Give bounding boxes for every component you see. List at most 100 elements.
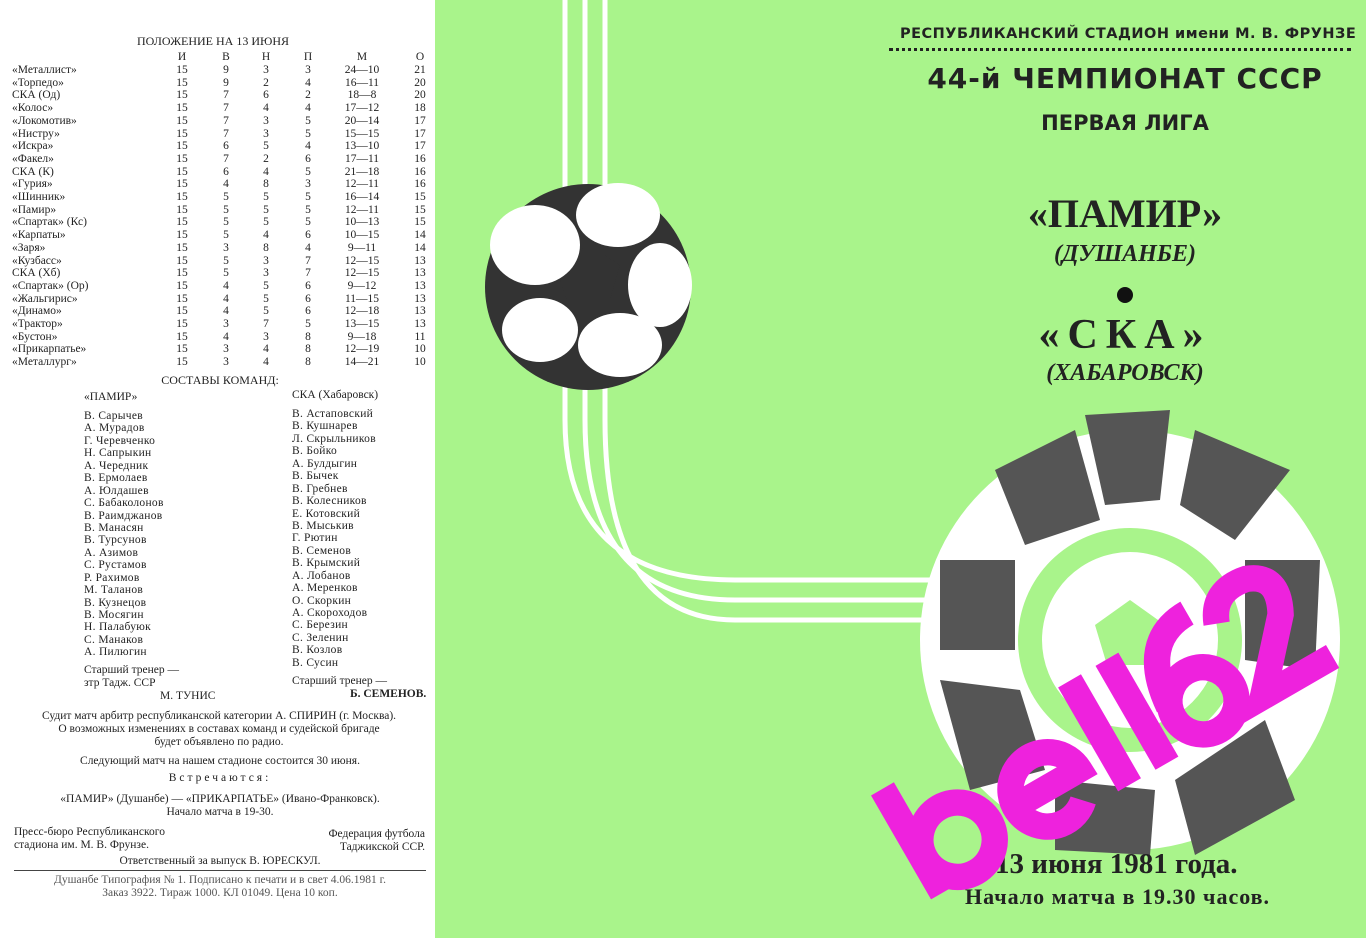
match-start-time: Начало матча в 19.30 часов.	[965, 884, 1271, 909]
player-name: А. Булдыгин	[292, 457, 358, 470]
table-cell: 15	[176, 343, 188, 356]
table-cell: 15	[176, 241, 188, 254]
match-date: 13 июня 1981 года.	[995, 848, 1238, 880]
player-name: А. Мурадов	[84, 422, 145, 435]
table-cell: 8	[305, 356, 311, 369]
table-cell: 13	[414, 267, 426, 280]
table-cell: 4	[263, 102, 269, 115]
away-coach-label: Старший тренер —	[292, 675, 387, 687]
table-cell: 8	[305, 343, 311, 356]
table-cell: 9—18	[347, 330, 377, 343]
home-team-name: «ПАМИР»	[84, 391, 138, 403]
table-cell: 15	[176, 127, 188, 140]
team-name: «Нистру»	[12, 127, 60, 140]
player-name: В. Кушнарев	[292, 420, 358, 433]
table-cell: 15	[176, 279, 188, 292]
team-name: СКА (Хб)	[12, 267, 61, 280]
player-name: А. Юлдашев	[84, 484, 149, 497]
home-coach-label: Старший тренер —	[84, 664, 179, 676]
team-name: «Жальгирис»	[12, 292, 78, 305]
table-cell: 5	[305, 127, 311, 140]
table-cell: 3	[223, 356, 229, 369]
table-cell: 4	[263, 229, 269, 242]
team-name: «Гурия»	[12, 178, 53, 191]
table-cell: 16—14	[344, 191, 380, 203]
table-cell: 5	[263, 216, 269, 229]
table-cell: 13	[414, 292, 426, 305]
dotted-rule	[889, 48, 1351, 51]
championship-title: 44-й ЧЕМПИОНАТ СССР	[927, 62, 1323, 95]
table-cell: 17—12	[344, 102, 380, 115]
table-cell: 18	[414, 102, 426, 115]
table-cell: 8	[263, 241, 269, 254]
table-cell: 5	[305, 165, 311, 178]
table-cell: 21—18	[344, 165, 380, 178]
player-name: Н. Сапрыкин	[84, 447, 152, 460]
player-name: В. Колесников	[292, 495, 367, 508]
player-name: С. Манаков	[84, 633, 144, 646]
table-cell: 2	[305, 89, 311, 102]
federation-2: Таджикской ССР.	[339, 841, 425, 853]
team-name: «Прикарпатье»	[12, 343, 87, 356]
away-team-name: СКА (Хабаровск)	[292, 389, 379, 401]
table-cell: 5	[305, 318, 311, 330]
player-name: Н. Палабуюк	[84, 621, 152, 634]
team-name: «Заря»	[12, 241, 46, 254]
player-name: А. Чередник	[84, 459, 149, 472]
team-name: «Карпаты»	[12, 229, 66, 242]
team-name: «Металлист»	[12, 64, 77, 76]
table-cell: 3	[223, 343, 229, 356]
table-cell: 11	[414, 330, 426, 343]
team-name: «Динамо»	[12, 305, 62, 318]
table-cell: 3	[305, 178, 311, 191]
player-name: Е. Котовский	[292, 507, 361, 520]
table-cell: 4	[223, 330, 229, 343]
table-cell: 4	[305, 76, 311, 89]
federation-1: Федерация футбола	[328, 828, 425, 840]
table-cell: 15	[176, 305, 188, 318]
player-name: А. Лобанов	[292, 569, 351, 582]
table-cell: 12—15	[344, 267, 380, 280]
player-name: В. Кузнецов	[84, 596, 147, 609]
table-cell: 7	[223, 114, 229, 127]
player-name: Л. Скрыльников	[292, 432, 376, 445]
team-name: «Локомотив»	[12, 114, 77, 127]
imprint-2: Заказ 3922. Тираж 1000. КЛ 01049. Цена 1…	[102, 887, 338, 899]
table-cell: 10	[414, 343, 426, 356]
table-cell: 15	[176, 318, 188, 330]
table-cell: 14	[414, 241, 426, 254]
table-cell: 15	[176, 254, 188, 267]
meet-label: Встречаются:	[168, 772, 272, 784]
team-name: «Бустон»	[12, 330, 58, 343]
table-cell: 17	[414, 140, 426, 153]
team-name: «Колос»	[12, 102, 54, 115]
table-cell: 5	[305, 216, 311, 229]
table-cell: 4	[263, 165, 269, 178]
player-name: М. Таланов	[84, 584, 144, 597]
player-name: Р. Рахимов	[84, 571, 140, 584]
table-cell: 3	[263, 254, 269, 267]
changes-note-2: будет объявлено по радио.	[154, 736, 284, 748]
responsible-editor: Ответственный за выпуск В. ЮРЕСКУЛ.	[119, 855, 321, 867]
table-cell: 12—19	[344, 343, 380, 356]
player-name: С. Рустамов	[84, 559, 147, 572]
column-header: М	[356, 51, 368, 63]
player-name: В. Астаповский	[292, 408, 374, 420]
player-name: А. Пилюгин	[84, 646, 147, 659]
table-cell: 7	[263, 318, 269, 330]
table-cell: 6	[263, 89, 269, 102]
table-cell: 15—15	[344, 127, 380, 140]
program-cover: РЕСПУБЛИКАНСКИЙ СТАДИОН имени М. В. ФРУН…	[435, 0, 1366, 938]
table-cell: 11—15	[344, 292, 380, 305]
table-cell: 4	[305, 241, 311, 254]
table-cell: 6	[305, 229, 311, 242]
table-cell: 15	[176, 102, 188, 115]
next-match-note: Следующий матч на нашем стадионе состоит…	[80, 755, 360, 767]
